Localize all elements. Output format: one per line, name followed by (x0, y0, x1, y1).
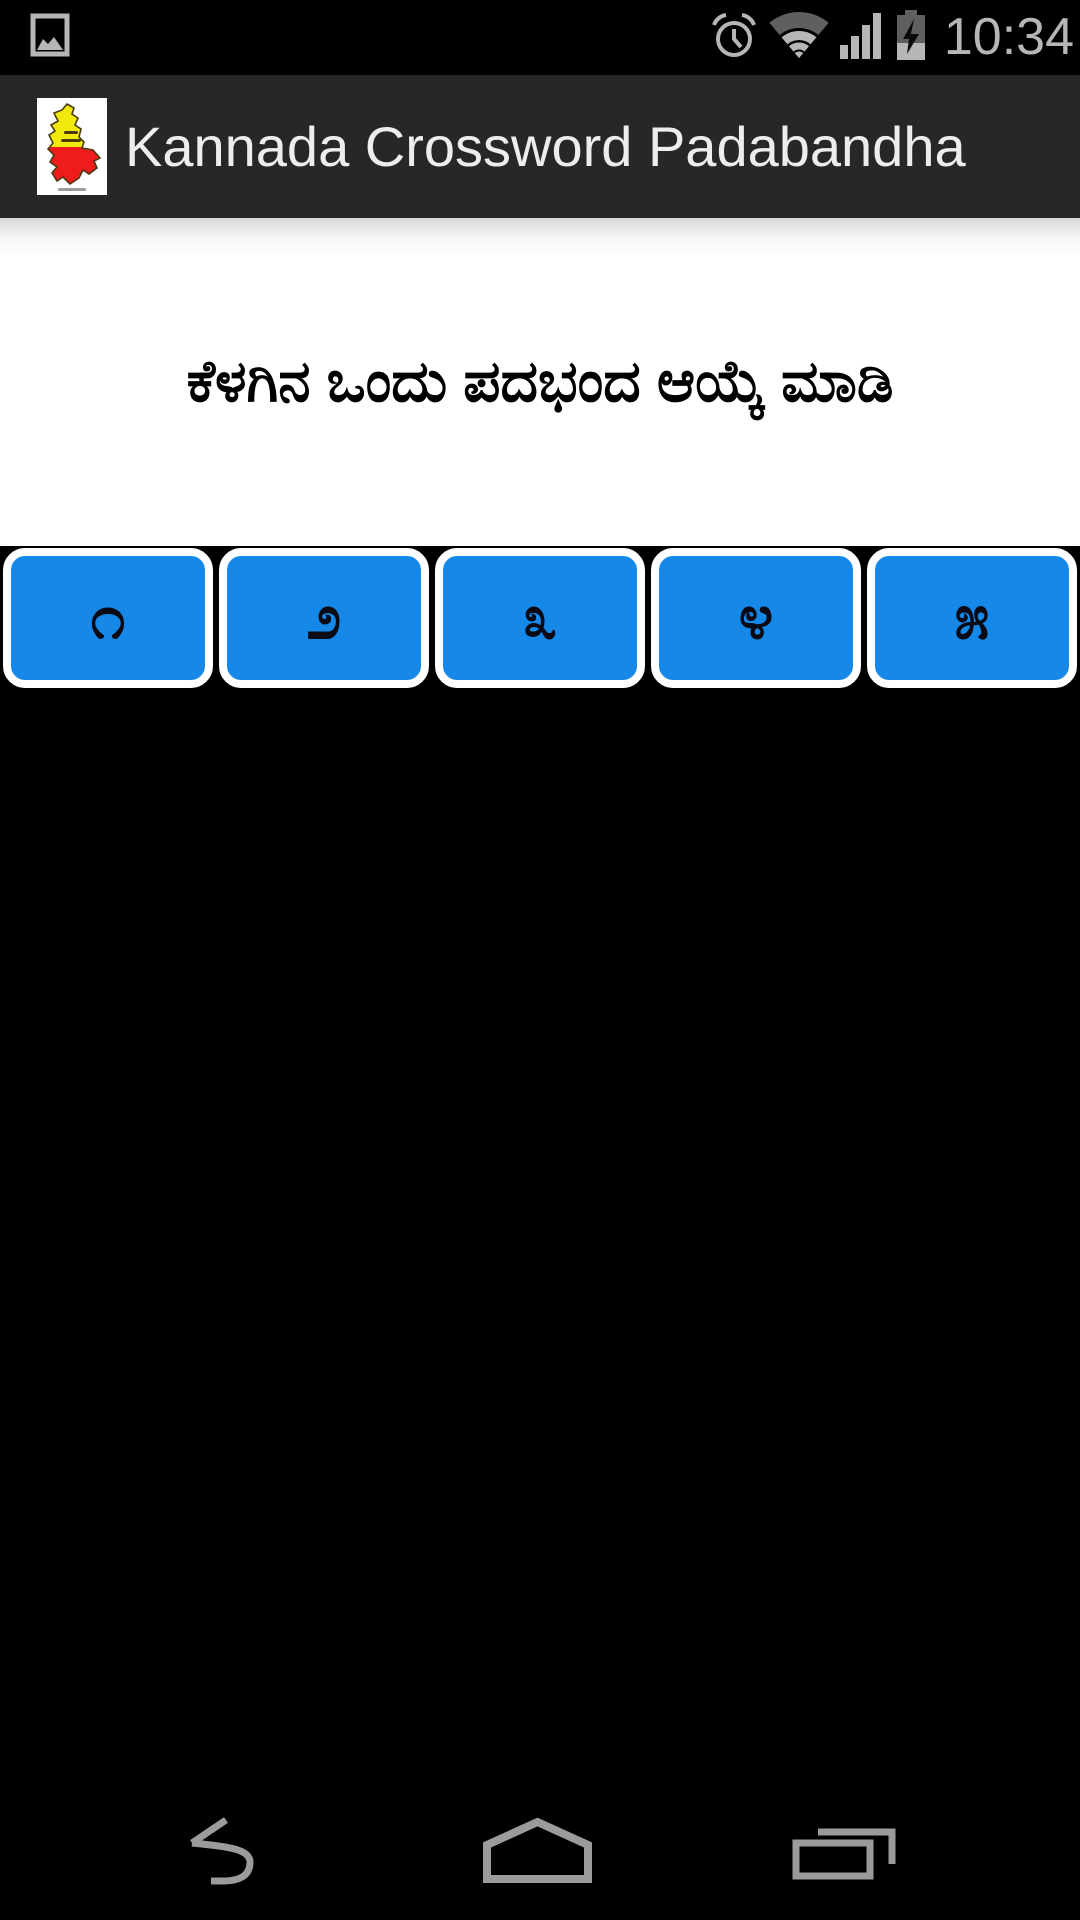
status-bar: 10:34 (0, 0, 1080, 75)
puzzle-button-row: ೧ ೨ ೩ ೪ ೫ (0, 548, 1080, 688)
recents-button[interactable] (792, 1828, 896, 1880)
status-time: 10:34 (943, 8, 1074, 66)
alarm-clock-icon (710, 10, 758, 65)
battery-charging-icon (895, 10, 927, 65)
navigation-bar (0, 1770, 1080, 1920)
app-title: Kannada Crossword Padabandha (125, 115, 966, 178)
action-bar: Kannada Crossword Padabandha (0, 75, 1080, 218)
home-button[interactable] (482, 1817, 593, 1883)
puzzle-button-2[interactable]: ೨ (219, 548, 429, 688)
puzzle-button-5[interactable]: ೫ (867, 548, 1077, 688)
home-icon (482, 1817, 593, 1886)
content-panel: ಕೆಳಗಿನ ಒಂದು ಪದಭಂದ ಆಯ್ಕೆ ಮಾಡಿ (0, 218, 1080, 546)
puzzle-button-3[interactable]: ೩ (435, 548, 645, 688)
back-button[interactable] (186, 1817, 290, 1885)
puzzle-button-4[interactable]: ೪ (651, 548, 861, 688)
status-indicators: 10:34 (710, 0, 1074, 75)
back-icon (186, 1817, 290, 1888)
wifi-icon (766, 12, 831, 63)
signal-strength-icon (839, 11, 884, 64)
puzzle-button-1[interactable]: ೧ (3, 548, 213, 688)
instruction-heading: ಕೆಳಗಿನ ಒಂದು ಪದಭಂದ ಆಯ್ಕೆ ಮಾಡಿ (186, 349, 894, 414)
screenshot-notification-icon (30, 13, 70, 62)
karnataka-map-icon (37, 98, 107, 195)
recents-icon (792, 1828, 896, 1883)
